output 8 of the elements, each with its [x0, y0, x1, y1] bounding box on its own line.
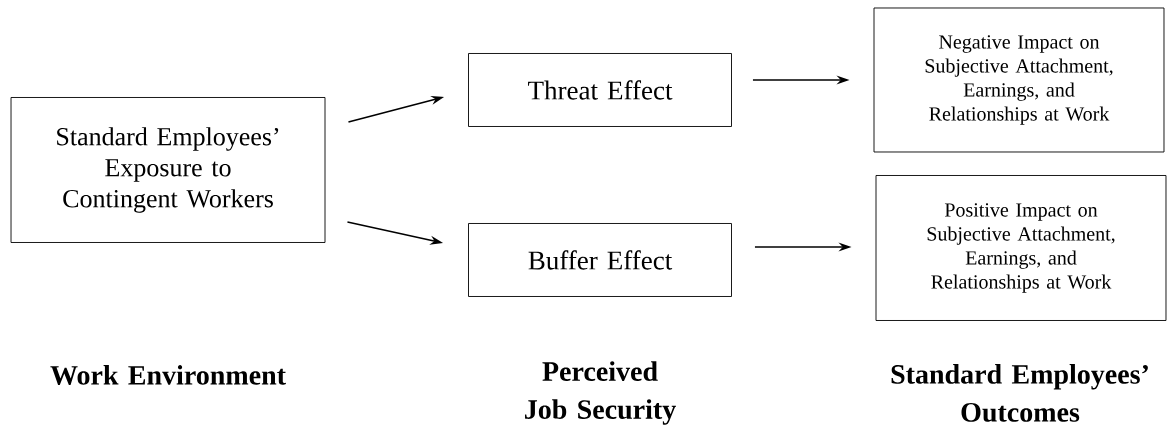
process-box: Threat Effect — [468, 53, 732, 127]
process-box: Positive Impact on Subjective Attachment, Earnings, and Relationships at Work — [875, 175, 1167, 321]
column-heading: Perceived Job Security — [525, 361, 676, 425]
process-box: Standard Employees’ Exposure to Contingent Workers — [10, 97, 326, 243]
column-heading: Work Environment — [50, 365, 286, 385]
column-heading: Standard Employees’ Outcomes — [891, 364, 1148, 422]
process-box: Buffer Effect — [468, 223, 732, 297]
process-box: Negative Impact on Subjective Attachment, Earnings, and Relationships at Work — [873, 7, 1165, 153]
